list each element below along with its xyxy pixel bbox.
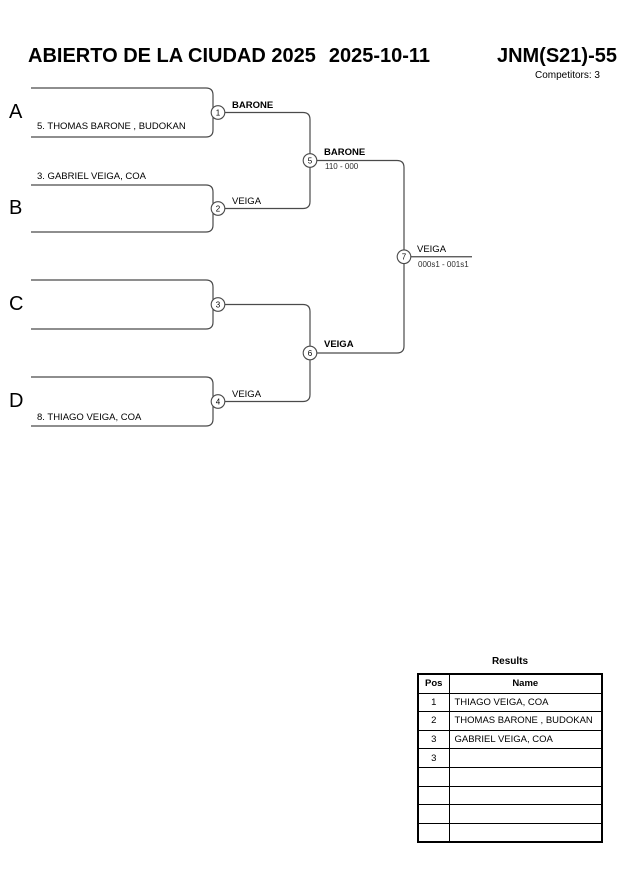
final-connector — [310, 159, 405, 354]
match-node-6: 6 — [302, 345, 318, 361]
result-pos — [417, 766, 450, 787]
match-circle-5 — [302, 153, 318, 168]
result-name — [448, 748, 603, 768]
match-1-winner: BARONE — [232, 100, 274, 111]
result-name: GABRIEL VEIGA, COA — [448, 729, 603, 750]
result-pos: 1 — [417, 692, 450, 713]
category-title: JNM(S21)-55 — [496, 45, 617, 67]
results-row: 1 THIAGO VEIGA, COA — [417, 692, 603, 713]
competitor-name-pool-a: 5. THOMAS BARONE , BUDOKAN — [37, 121, 186, 132]
match-circle-7 — [396, 249, 412, 265]
results-table: Pos Name 1 THIAGO VEIGA, COA 2 THOMAS BA… — [417, 673, 603, 844]
match-node-3: 3 — [210, 297, 226, 312]
match-circle-4 — [210, 394, 226, 409]
event-date: 2025-10-11 — [328, 45, 431, 67]
results-row: 3 GABRIEL VEIGA, COA — [417, 729, 603, 750]
result-name: THOMAS BARONE , BUDOKAN — [448, 711, 603, 731]
match-number-2: 2 — [216, 204, 221, 213]
result-name — [448, 804, 603, 824]
match-number-3: 3 — [216, 300, 221, 309]
match-node-7: 7 — [396, 249, 412, 265]
match-2-winner: VEIGA — [232, 196, 262, 207]
result-name: THIAGO VEIGA, COA — [448, 692, 603, 713]
results-col-name: Name — [448, 673, 603, 694]
match-node-1: 1 — [210, 105, 226, 120]
pool-label-d: D — [9, 390, 24, 412]
competitor-name-pool-d: 8. THIAGO VEIGA, COA — [37, 412, 142, 423]
event-title: ABIERTO DE LA CIUDAD 2025 — [28, 45, 316, 67]
match-circle-1 — [210, 105, 226, 120]
match-5-score: 110 - 000 — [325, 162, 359, 171]
semifinal-bottom-connector — [218, 303, 311, 403]
results-header-row: Pos Name — [417, 673, 603, 694]
match-number-5: 5 — [308, 156, 313, 165]
match-circle-3 — [210, 297, 226, 312]
match-7-winner: VEIGA — [417, 244, 447, 255]
pool-b-bracket — [31, 184, 214, 233]
match-number-4: 4 — [216, 397, 221, 406]
results-row — [417, 822, 603, 843]
results-title: Results — [491, 656, 529, 667]
match-node-2: 2 — [210, 201, 226, 216]
results-row: 3 — [417, 748, 603, 768]
match-circle-2 — [210, 201, 226, 216]
pool-label-a: A — [9, 101, 23, 123]
semifinal-top-connector — [218, 111, 311, 210]
match-number-1: 1 — [216, 108, 221, 117]
pool-label-b: B — [9, 197, 23, 219]
match-node-4: 4 — [210, 394, 226, 409]
result-name — [448, 785, 603, 806]
result-pos — [417, 822, 450, 843]
result-pos: 3 — [417, 729, 450, 750]
match-number-7: 7 — [402, 253, 407, 262]
pool-c-bracket — [31, 279, 214, 330]
result-pos: 3 — [417, 748, 450, 768]
match-circle-6 — [302, 345, 318, 361]
match-nodes: 1 2 3 4 5 6 7 — [210, 105, 412, 409]
results-row — [417, 785, 603, 806]
page-title: ABIERTO DE LA CIUDAD 2025 2025-10-11 — [28, 45, 430, 68]
results-row — [417, 804, 603, 824]
match-node-5: 5 — [302, 153, 318, 168]
results-col-pos: Pos — [417, 673, 450, 694]
results-section: Results Pos Name 1 THIAGO VEIGA, COA 2 T… — [417, 656, 603, 844]
match-number-6: 6 — [308, 349, 313, 358]
competitor-name-pool-b: 3. GABRIEL VEIGA, COA — [37, 171, 146, 182]
match-5-winner: BARONE — [324, 147, 366, 158]
result-pos: 2 — [417, 711, 450, 731]
competitors-count: Competitors: 3 — [534, 70, 600, 81]
match-6-winner: VEIGA — [324, 339, 354, 350]
results-row: 2 THOMAS BARONE , BUDOKAN — [417, 711, 603, 731]
bracket-diagram: 1 2 3 4 5 6 7 — [31, 87, 472, 427]
result-pos — [417, 804, 450, 824]
result-name — [448, 766, 603, 787]
result-name — [448, 822, 603, 843]
pool-label-c: C — [9, 293, 24, 315]
match-4-winner: VEIGA — [232, 389, 262, 400]
result-pos — [417, 785, 450, 806]
match-7-score: 000s1 - 001s1 — [418, 260, 469, 269]
results-row — [417, 766, 603, 787]
